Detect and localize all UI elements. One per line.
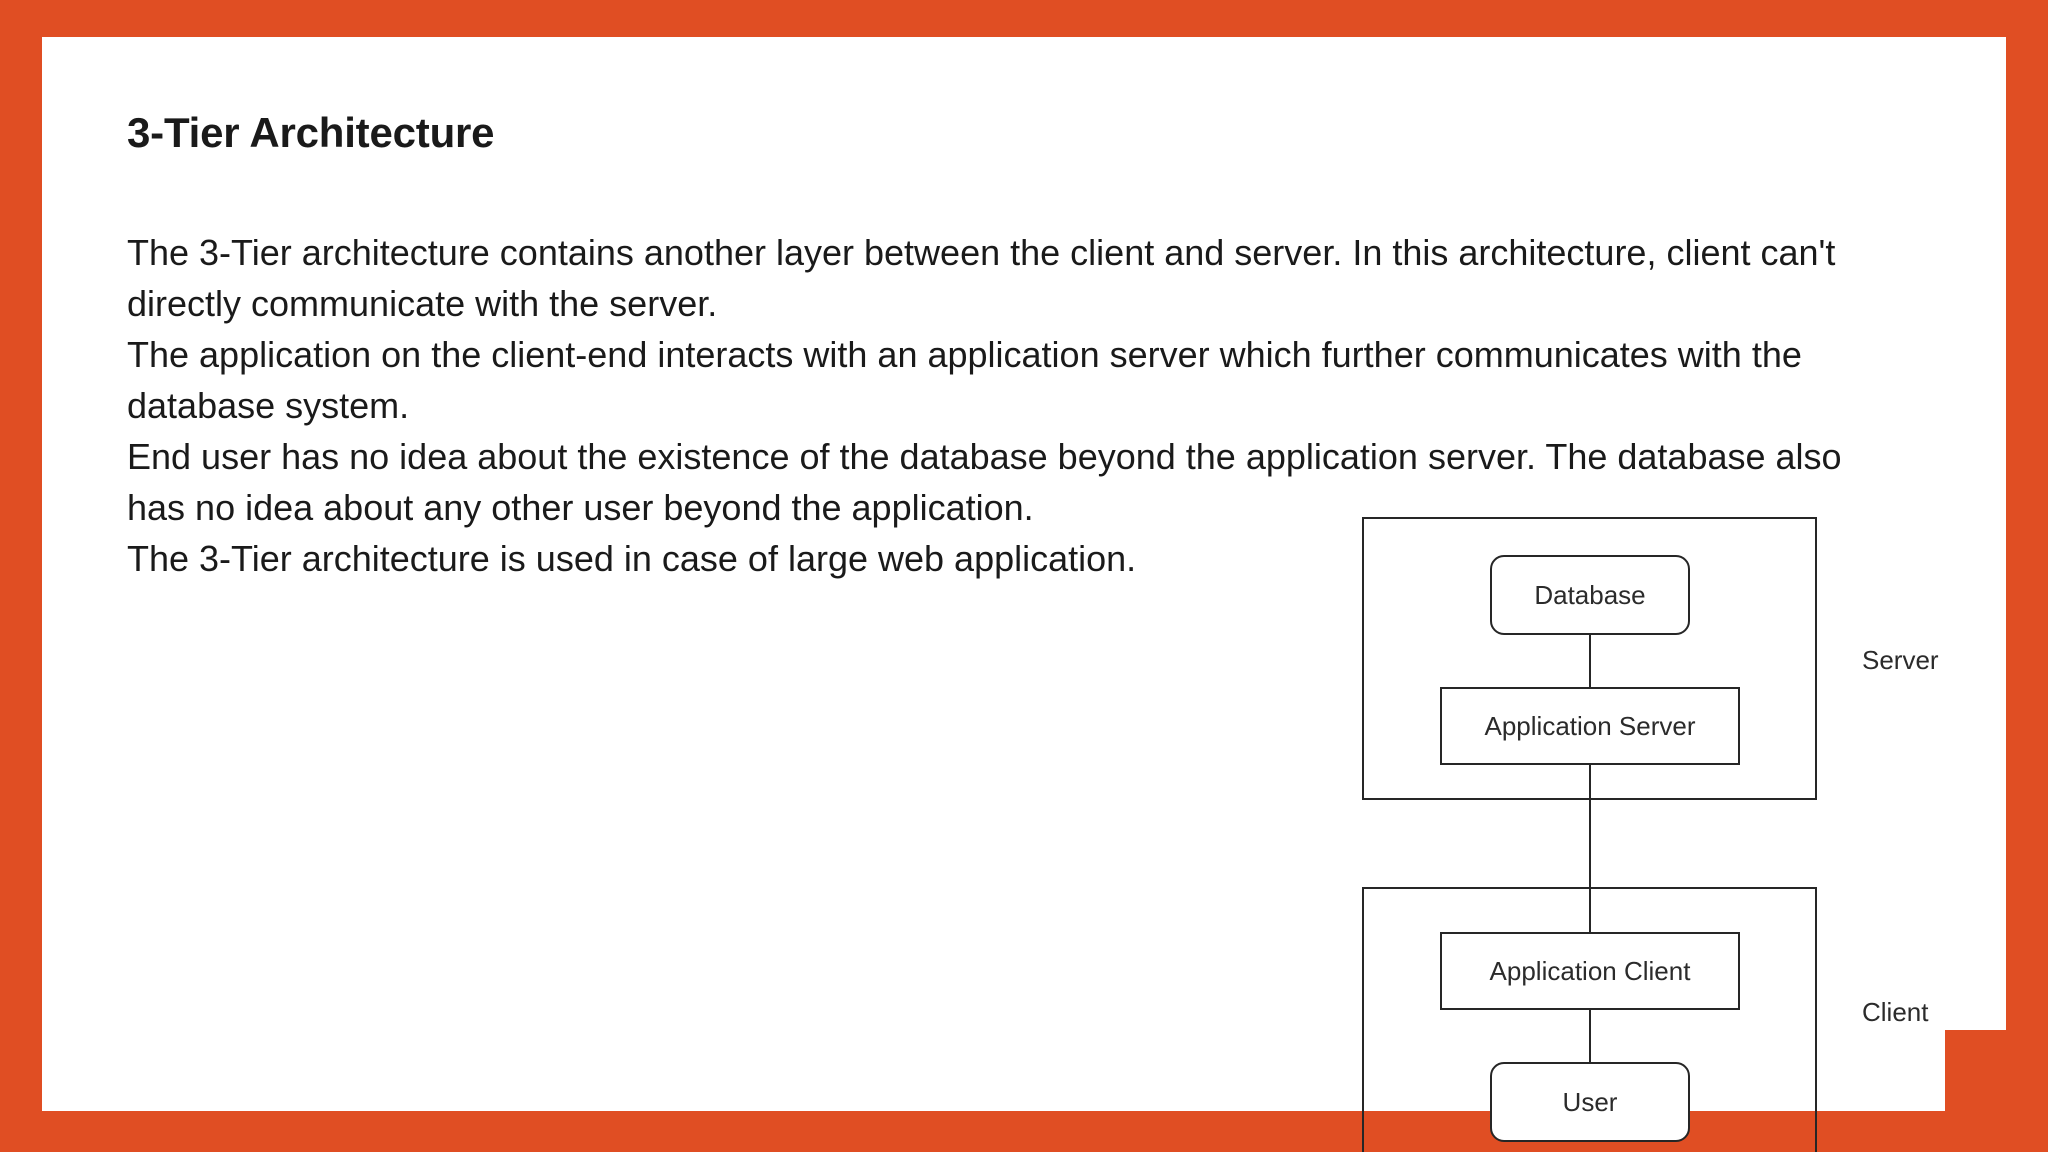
body-line: The 3-Tier architecture is used in case … — [127, 538, 1137, 579]
paragraph: The 3-Tier architecture is used in case … — [127, 533, 2047, 584]
diagram-label-client: Client — [1862, 997, 1929, 1027]
paragraph: End user has no idea about the existence… — [127, 431, 2047, 533]
connector-application-client-to-user — [1589, 1008, 1591, 1064]
connector-application-server-to-application-client — [1589, 763, 1591, 934]
body-line: directly communicate with the server. — [127, 283, 718, 324]
paragraph: The application on the client-end intera… — [127, 329, 2047, 431]
frame-corner-notch — [1945, 1030, 2048, 1152]
body-line: End user has no idea about the existence… — [127, 436, 1842, 477]
body-text: The 3-Tier architecture contains another… — [127, 227, 2047, 584]
connector-database-to-application-server — [1589, 633, 1591, 689]
paragraph: The 3-Tier architecture contains another… — [127, 227, 2047, 329]
diagram-node-database: Database — [1490, 555, 1690, 635]
diagram-node-application-server: Application Server — [1440, 687, 1740, 765]
diagram-node-user: User — [1490, 1062, 1690, 1142]
diagram-node-application-client: Application Client — [1440, 932, 1740, 1010]
body-line: has no idea about any other user beyond … — [127, 487, 1034, 528]
diagram-label-server: Server — [1862, 645, 1939, 675]
page-title: 3-Tier Architecture — [127, 109, 495, 156]
body-line: The 3-Tier architecture contains another… — [127, 232, 1836, 273]
body-line: The application on the client-end intera… — [127, 334, 1802, 375]
architecture-diagram: Database Application Server Application … — [1352, 507, 2032, 1152]
slide-content-panel: 3-Tier Architecture The 3-Tier architect… — [42, 37, 2006, 1152]
body-line: database system. — [127, 385, 410, 426]
